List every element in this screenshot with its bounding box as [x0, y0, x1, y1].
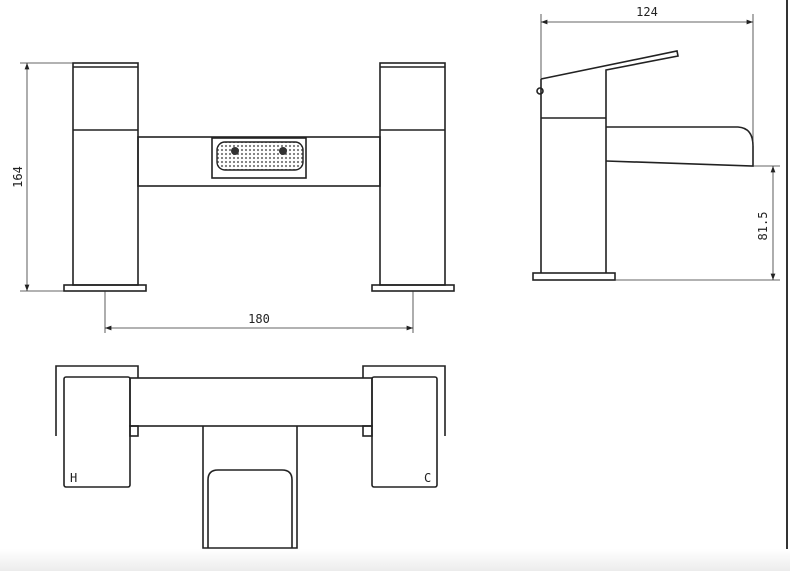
cold-label: C [424, 471, 431, 485]
hot-handle [63, 376, 131, 488]
side-view: 124 81.5 [532, 5, 780, 281]
depth-dimension: 124 [636, 5, 658, 19]
right-base [371, 284, 455, 292]
left-column [72, 62, 139, 286]
side-base [532, 272, 616, 281]
vent-panel [211, 137, 307, 179]
screw-icon [231, 147, 239, 155]
window-edge [786, 0, 788, 571]
top-spout [202, 426, 298, 549]
height-dimension: 164 [11, 166, 25, 188]
mesh-grille [216, 141, 304, 171]
bridge-bar [137, 136, 381, 187]
waterfall-spout [605, 126, 754, 167]
front-view: 164 180 [11, 62, 455, 333]
hot-label: H [70, 471, 77, 485]
bottom-fade [0, 549, 790, 571]
screw-icon [279, 147, 287, 155]
left-base [63, 284, 147, 292]
width-dimension: 180 [248, 312, 270, 326]
cold-handle [371, 376, 438, 488]
top-bridge [129, 377, 373, 427]
top-view: H C [55, 365, 446, 549]
lever-handle [540, 50, 679, 273]
spout-height-dimension: 81.5 [756, 212, 770, 241]
right-column [379, 62, 446, 286]
